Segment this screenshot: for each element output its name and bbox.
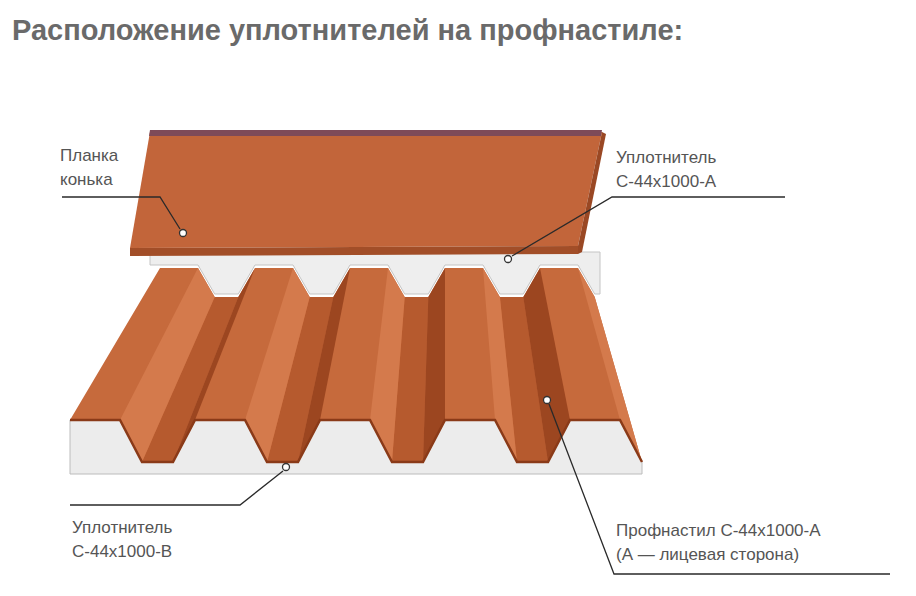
ridge-plank-top	[149, 130, 602, 136]
ridge-plank-side	[578, 132, 606, 254]
part-label-slot: Профнастил С-44х1000-А (А — лицевая стор…	[616, 519, 824, 567]
seal-b	[70, 420, 642, 474]
part-label-slot: Уплотнитель С-44х1000-В	[72, 516, 176, 564]
seal-a	[150, 252, 600, 294]
part-label-slot: Уплотнитель С-44х1000-А	[616, 146, 720, 194]
ridge-plank-edge	[130, 246, 578, 256]
diagram-title-slot: Расположение уплотнителей на профнастиле…	[12, 12, 683, 48]
part-label: Уплотнитель С-44х1000-А	[616, 146, 720, 194]
part-label: Планка конька	[60, 144, 122, 192]
diagram-title: Расположение уплотнителей на профнастиле…	[12, 12, 683, 48]
ridge-plank	[130, 132, 602, 248]
part-label-slot: Планка конька	[60, 144, 122, 192]
part-label: Уплотнитель С-44х1000-В	[72, 516, 176, 564]
callout-dots	[180, 230, 551, 471]
part-label: Профнастил С-44х1000-А (А — лицевая стор…	[616, 519, 824, 567]
leader-lines	[62, 197, 890, 574]
sheet-front-edge	[70, 420, 642, 462]
